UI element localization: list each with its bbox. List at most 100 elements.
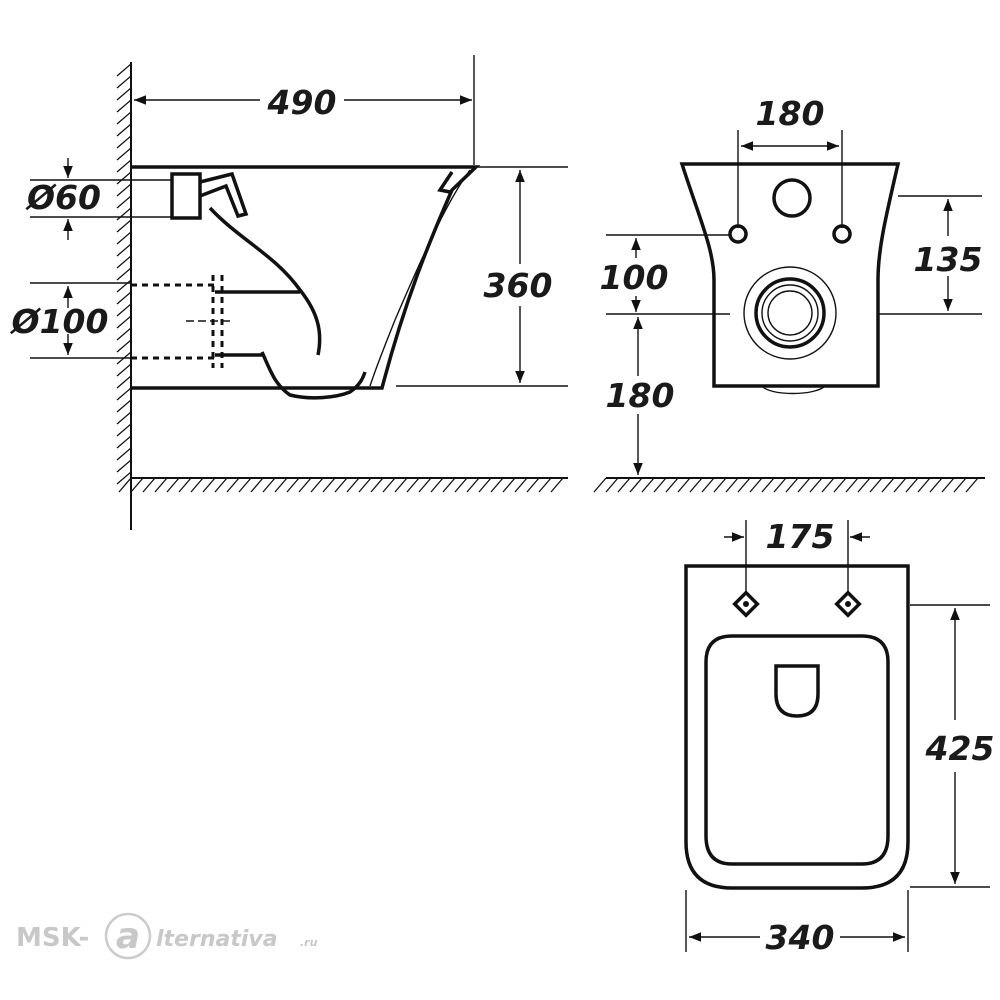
hatch-line [893, 477, 907, 493]
watermark-text-right: lternativa [156, 927, 278, 952]
hatch-line [154, 477, 168, 493]
side-view: 490 360 Ø60 Ø100 [10, 55, 568, 530]
hatch-line [394, 477, 408, 493]
floor-hatch [593, 477, 979, 493]
hatch-line [797, 477, 811, 493]
hatch-line [298, 477, 312, 493]
hatch-line [116, 87, 132, 101]
dim-180b-label: 180 [756, 94, 825, 133]
hatch-line [116, 183, 132, 197]
dim-60-label: Ø60 [25, 178, 101, 217]
hatch-line [869, 477, 883, 493]
hatch-line [116, 411, 132, 425]
hatch-line [116, 315, 132, 329]
dim-425-label: 425 [925, 729, 995, 768]
front-bowl-outline [679, 162, 901, 388]
bolt-hole-right [832, 224, 852, 244]
hatch-line [116, 339, 132, 353]
dim-490-label: 490 [267, 83, 337, 122]
hatch-line [514, 477, 528, 493]
hatch-line [310, 477, 324, 493]
hatch-line [142, 477, 156, 493]
hatch-line [641, 477, 655, 493]
rim-lip [437, 171, 454, 194]
hatch-line [845, 477, 859, 493]
bowl-inner-rim [369, 169, 471, 387]
hatch-line [749, 477, 763, 493]
hatch-line [406, 477, 420, 493]
hatch-line [430, 477, 444, 493]
watermark-text-left: MSK- [16, 923, 89, 953]
hatch-line [286, 477, 300, 493]
top-bowl-rim [704, 634, 890, 866]
hatch-line [166, 477, 180, 493]
hatch-line [653, 477, 667, 493]
hatch-line [454, 477, 468, 493]
hatch-line [965, 477, 979, 493]
floor-hatch [118, 477, 564, 493]
hatch-line [116, 171, 132, 185]
inlet-pipe [170, 172, 202, 220]
hatch-line [605, 477, 619, 493]
watermark-suffix: .ru [300, 936, 318, 949]
hatch-line [116, 435, 132, 449]
bolt-right [834, 590, 862, 618]
hatch-line [833, 477, 847, 493]
top-view: 175 425 340 [684, 517, 995, 957]
hatch-line [116, 147, 132, 161]
hatch-line [118, 477, 132, 493]
hatch-line [116, 243, 132, 257]
hatch-line [116, 303, 132, 317]
hatch-line [322, 477, 336, 493]
trap-lower [260, 351, 367, 400]
dim-100f-label: 100 [600, 258, 669, 297]
outlet-ring-inner [761, 284, 819, 342]
hatch-line [478, 477, 492, 493]
drain-pipe-dashed [131, 283, 215, 360]
hatch-line [116, 231, 132, 245]
hatch-line [214, 477, 228, 493]
hatch-line [677, 477, 691, 493]
hatch-line [929, 477, 943, 493]
hatch-line [857, 477, 871, 493]
hatch-line [116, 399, 132, 413]
hatch-line [550, 477, 564, 493]
bolt-hole-left [728, 224, 748, 244]
hatch-line [538, 477, 552, 493]
hatch-line [418, 477, 432, 493]
dim-340-label: 340 [766, 918, 835, 957]
wall-hatch [116, 63, 132, 485]
hatch-line [502, 477, 516, 493]
hatch-line [250, 477, 264, 493]
hatch-line [617, 477, 631, 493]
drain-opening [774, 664, 820, 718]
hatch-line [116, 267, 132, 281]
hatch-line [737, 477, 751, 493]
hatch-line [116, 195, 132, 209]
bolt-left [732, 590, 760, 618]
hatch-line [665, 477, 679, 493]
hatch-line [953, 477, 967, 493]
hatch-line [881, 477, 895, 493]
watermark: MSK- a lternativa .ru [16, 912, 318, 960]
dim-135-label: 135 [914, 240, 983, 279]
hatch-line [116, 159, 132, 173]
hatch-line [701, 477, 715, 493]
hatch-line [116, 447, 132, 461]
hatch-line [809, 477, 823, 493]
hatch-line [116, 327, 132, 341]
hatch-line [941, 477, 955, 493]
hatch-line [725, 477, 739, 493]
inlet-hole [772, 178, 812, 218]
hatch-line [238, 477, 252, 493]
trap-upper [208, 206, 322, 356]
hatch-line [821, 477, 835, 493]
hatch-line [116, 63, 132, 77]
hatch-line [130, 477, 144, 493]
hatch-line [334, 477, 348, 493]
hatch-line [116, 291, 132, 305]
top-bowl-outline [684, 564, 910, 890]
dim-100-label: Ø100 [10, 302, 109, 341]
outlet-ring-outer [743, 266, 837, 360]
